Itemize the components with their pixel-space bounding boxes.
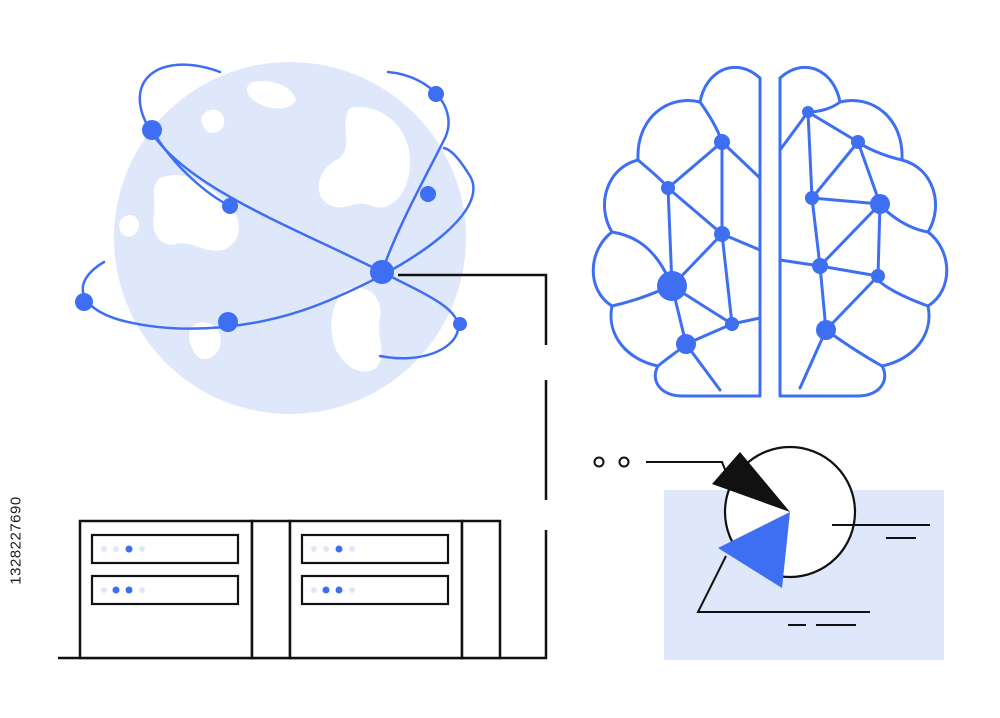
globe-continents	[119, 80, 411, 372]
globe-nodes	[75, 86, 467, 332]
chart-callouts	[646, 461, 930, 626]
server-cabinet-end	[460, 519, 502, 660]
globe-orbits	[81, 63, 475, 360]
globe-to-server-connector	[398, 273, 548, 345]
connector-lower-segment	[500, 530, 548, 660]
brain-nodes	[657, 106, 890, 354]
stock-image-id-text: 1328227690	[7, 495, 25, 585]
status-lights	[101, 545, 355, 594]
pie-slice-blue	[718, 512, 790, 588]
brain-network-icon	[591, 65, 949, 398]
pie-chart-icon	[593, 445, 944, 660]
server-rack-icon	[58, 519, 502, 660]
pie-slice-black	[712, 452, 790, 512]
globe-network-icon	[75, 62, 475, 414]
connector-lines	[398, 273, 548, 660]
legend-dots	[593, 456, 630, 468]
stock-image-id: 1328227690	[2, 470, 30, 610]
server-cabinet-middle	[250, 519, 292, 660]
